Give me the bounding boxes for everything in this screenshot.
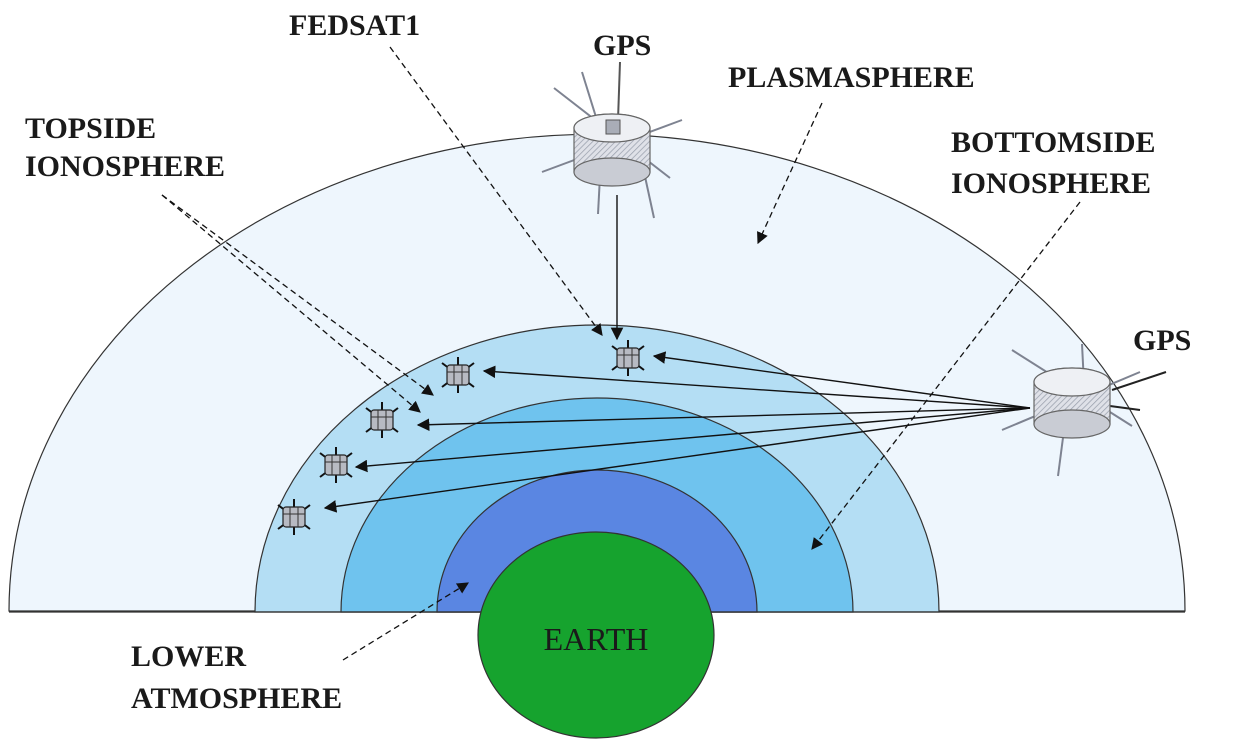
gps-satellite-top [541, 61, 683, 219]
label-topside-line2: IONOSPHERE [25, 150, 225, 183]
label-gps-right: GPS [1133, 324, 1191, 357]
earth-globe [477, 531, 715, 739]
signal-gps-to-fedsat [652, 351, 1031, 409]
label-topside-line1: TOPSIDE [25, 112, 156, 145]
pointer-topside-1 [161, 194, 434, 396]
label-earth: EARTH [544, 621, 649, 657]
label-fedsat: FEDSAT1 [289, 9, 420, 42]
label-bottomside-line2: IONOSPHERE [951, 167, 1151, 200]
label-lower-line2: ATMOSPHERE [131, 682, 342, 715]
label-lower-line1: LOWER [131, 640, 246, 673]
signal-gps-to-leo-3 [354, 407, 1031, 473]
signal-gps-to-leo-1 [482, 365, 1031, 409]
signal-paths [323, 195, 1031, 513]
label-bottomside-line1: BOTTOMSIDE [951, 126, 1156, 159]
pointer-bottomside [811, 201, 1081, 550]
label-gps-top: GPS [593, 29, 651, 62]
pointer-lower-atmosphere [342, 582, 469, 661]
pointer-topside-2 [161, 194, 421, 413]
signal-gps-to-leo-4 [323, 407, 1031, 513]
gps-satellite-right [1001, 343, 1167, 477]
label-plasmasphere: PLASMASPHERE [728, 61, 975, 94]
pointer-plasmasphere [757, 102, 823, 245]
label-pointers [161, 46, 1081, 661]
signal-gps-to-leo-2 [416, 407, 1031, 431]
